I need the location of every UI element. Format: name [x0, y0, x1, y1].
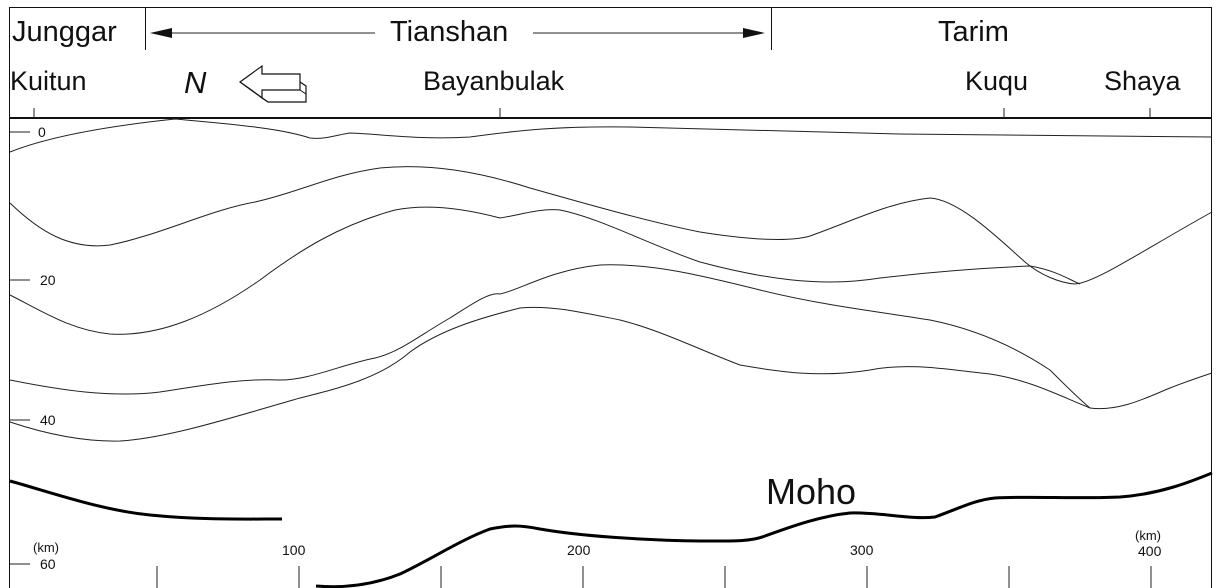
distance-tick-100: 100 [282, 542, 306, 558]
upper-crust-interface-2 [9, 206, 1081, 335]
region-tianshan: Tianshan [390, 16, 508, 48]
region-tarim: Tarim [938, 16, 1009, 48]
distance-tick-300: 300 [850, 542, 874, 558]
depth-tick-0: 0 [38, 124, 46, 140]
place-kuqu: Kuqu [965, 66, 1028, 96]
middle-crust-interface [9, 264, 1091, 409]
distance-tick-200: 200 [567, 542, 591, 558]
place-kuitun: Kuitun [10, 66, 87, 96]
region-junggar: Junggar [12, 16, 117, 48]
place-bayanbulak: Bayanbulak [423, 66, 565, 96]
depth-tick-20: 20 [40, 272, 56, 288]
tianshan-extent-arrow [150, 28, 765, 38]
depth-unit: (km) [33, 540, 59, 555]
moho-line-south [315, 471, 1213, 588]
distance-unit: (km) [1135, 528, 1161, 543]
left-arrow-icon [238, 64, 307, 103]
header-frame [9, 7, 1212, 118]
profile-frame [9, 118, 1212, 588]
place-shaya: Shaya [1104, 66, 1182, 96]
surface-topography-line [9, 118, 1213, 153]
north-label: N [184, 65, 207, 100]
depth-tick-40: 40 [40, 412, 56, 428]
moho-label: Moho [766, 471, 856, 512]
distance-tick-400: 400 [1138, 543, 1162, 559]
depth-axis: 0 20 40 60 (km) [10, 124, 59, 572]
lower-crust-interface [9, 306, 1213, 442]
station-ticks [33, 108, 1151, 118]
distance-axis: 100 200 300 400 (km) [156, 528, 1162, 588]
depth-tick-60: 60 [40, 556, 56, 572]
moho-line-north [9, 479, 283, 521]
